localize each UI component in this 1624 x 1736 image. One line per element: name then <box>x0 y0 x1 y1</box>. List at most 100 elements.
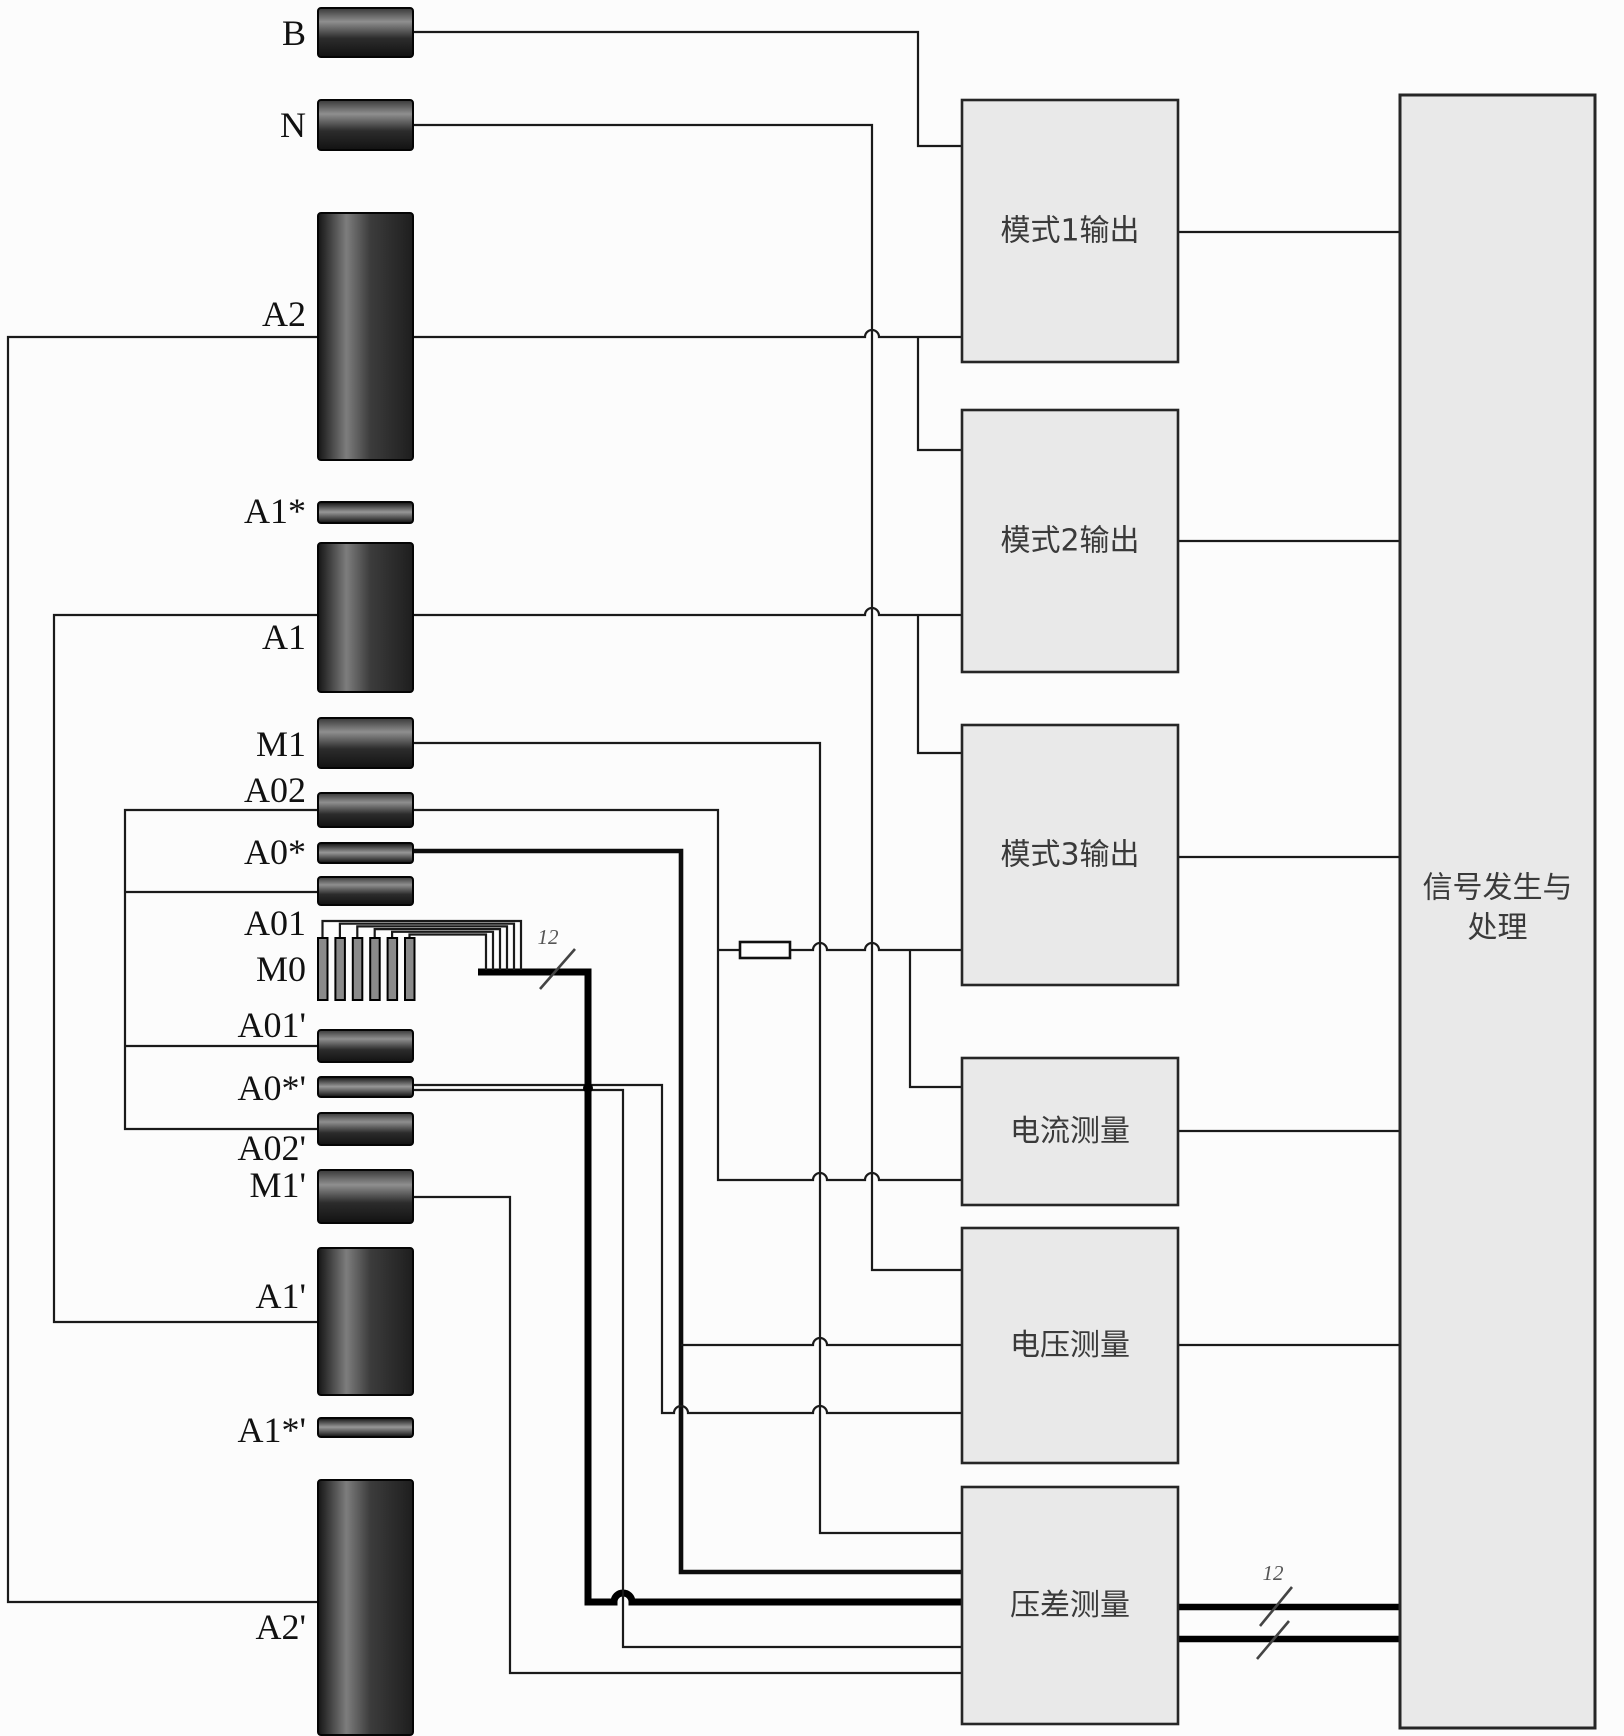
comb-tooth <box>369 937 381 1001</box>
electrode-a1sp-bar <box>317 1417 414 1438</box>
electrode-a2: A2 <box>262 212 414 461</box>
electrode-a1-label: A1 <box>262 617 306 657</box>
box-voltage-measure: 电压测量 <box>960 1226 1180 1465</box>
electrode-a0sp: A0*' <box>238 1068 414 1108</box>
electrode-a0sp-label: A0*' <box>238 1068 306 1108</box>
wire-a0starp-to-diff <box>413 1088 962 1649</box>
comb-bus-width-label: 12 <box>538 925 560 949</box>
electrode-a0s: A0* <box>244 832 414 872</box>
wire-a0starp-to-voltage <box>413 1083 962 1415</box>
electrode-a02-bar <box>317 792 414 828</box>
electrode-m1-label: M1 <box>256 724 306 764</box>
wire-a0star-bus <box>413 848 962 1575</box>
electrode-a01-label: A01 <box>244 903 306 943</box>
wire-a2-branch-mode2 <box>916 337 962 452</box>
electrode-m1p-label: M1' <box>250 1165 307 1205</box>
electrode-a1: A1 <box>262 542 414 693</box>
box-signal-processing-rect <box>1398 93 1597 1730</box>
electrode-a1s-bar <box>317 501 414 524</box>
wire-a2-left-link <box>6 335 318 1604</box>
electrode-a1p-label: A1' <box>256 1276 306 1316</box>
comb-tooth <box>386 937 399 1001</box>
box-current-measure: 电流测量 <box>960 1056 1180 1207</box>
wire-m0-comb-trace <box>373 928 502 970</box>
electrode-a2-bar <box>317 212 414 461</box>
wire-a2-to-mode1 <box>413 328 962 339</box>
electrode-a02: A02 <box>244 770 414 828</box>
electrode-a01: A01 <box>244 876 414 943</box>
electrode-n-label: N <box>280 105 306 145</box>
electrode-m1: M1 <box>256 717 414 769</box>
electrode-a1p-bar <box>317 1247 414 1396</box>
wire-b-to-mode1 <box>413 30 962 148</box>
resistor-symbol <box>738 940 792 960</box>
wire-a02-bracket <box>123 808 318 1131</box>
box-voltage-measure-label: 电压测量 <box>1010 1328 1130 1363</box>
signal-processing-label-line1: 信号发生与 <box>1423 871 1573 906</box>
electrode-m0-label: M0 <box>256 949 306 989</box>
wire-a02-to-current <box>413 808 962 1182</box>
wire-n-vertical <box>413 123 962 1272</box>
box-mode2-output: 模式2输出 <box>960 408 1180 674</box>
electrode-a0s-label: A0* <box>244 832 306 872</box>
electrode-a02p: A02' <box>238 1112 414 1168</box>
wire-m0-comb-trace <box>338 922 516 970</box>
electrode-a01p: A01' <box>238 1005 414 1063</box>
wire-a1-left-link <box>52 613 318 1324</box>
box-current-measure-rect <box>960 1056 1180 1207</box>
wire-m0-comb-trace <box>356 925 509 970</box>
box-current-measure-label: 电流测量 <box>1010 1114 1130 1149</box>
electrode-a01p-bar <box>317 1029 414 1063</box>
box-mode1-output-label: 模式1输出 <box>1000 214 1139 249</box>
electrode-a01p-label: A01' <box>238 1005 306 1045</box>
electrode-a2p-bar <box>317 1479 414 1736</box>
box-mode3-output: 模式3输出 <box>960 723 1180 987</box>
junction-dot <box>583 1083 593 1093</box>
electrode-a02p-label: A02' <box>238 1128 306 1168</box>
box-mode2-output-rect <box>960 408 1180 674</box>
bus-slash-out-b <box>1256 1620 1290 1660</box>
electrode-a2p: A2' <box>256 1479 414 1736</box>
electrode-a02-label: A02 <box>244 770 306 810</box>
wire-m0-comb-trace <box>321 919 523 970</box>
box-mode3-output-rect <box>960 723 1180 987</box>
electrode-a0sp-bar <box>317 1076 414 1098</box>
electrode-m1p: M1' <box>250 1165 414 1224</box>
box-diff-pressure: 压差测量 <box>960 1485 1180 1726</box>
box-mode1-output-rect <box>960 98 1180 364</box>
box-diff-pressure-label: 压差测量 <box>1010 1588 1130 1623</box>
electrode-a1s: A1* <box>244 491 414 531</box>
wire-m0-bus-12 <box>478 968 962 1606</box>
box-voltage-measure-rect <box>960 1226 1180 1465</box>
wire-m0-comb-trace <box>408 933 488 970</box>
wire-m1-to-diffpressure <box>413 741 962 1535</box>
bus-slash-comb <box>539 948 576 990</box>
box-mode2-output-label: 模式2输出 <box>1000 524 1139 559</box>
electrode-a02p-bar <box>317 1112 414 1146</box>
electrode-a0s-bar <box>317 842 414 864</box>
comb-tooth <box>334 937 346 1001</box>
wire-resistor-to-mode3 <box>790 941 962 952</box>
signal-processing-label-line2: 处理 <box>1468 911 1528 946</box>
wire-branch-to-current <box>908 950 962 1089</box>
electrode-a1-bar <box>317 542 414 693</box>
comb-tooth <box>404 937 416 1001</box>
comb-tooth <box>317 937 329 1001</box>
comb-tooth <box>351 937 364 1001</box>
electrode-a1sp-label: A1*' <box>238 1410 306 1450</box>
electrode-a2p-label: A2' <box>256 1607 306 1647</box>
wire-a1-branch-mode3 <box>916 615 962 755</box>
box-mode1-output: 模式1输出 <box>960 98 1180 364</box>
electrode-a2-label: A2 <box>262 294 306 334</box>
electrode-a1sp: A1*' <box>238 1410 414 1450</box>
electrode-m1-bar <box>317 717 414 769</box>
electrode-b-label: B <box>282 13 306 53</box>
electrode-n-bar <box>317 99 414 151</box>
wire-a0star-to-voltage <box>681 1336 962 1347</box>
output-bus-width-label: 12 <box>1263 1561 1285 1585</box>
electrode-a1p: A1' <box>256 1247 414 1396</box>
electrode-a01-bar <box>317 876 414 906</box>
